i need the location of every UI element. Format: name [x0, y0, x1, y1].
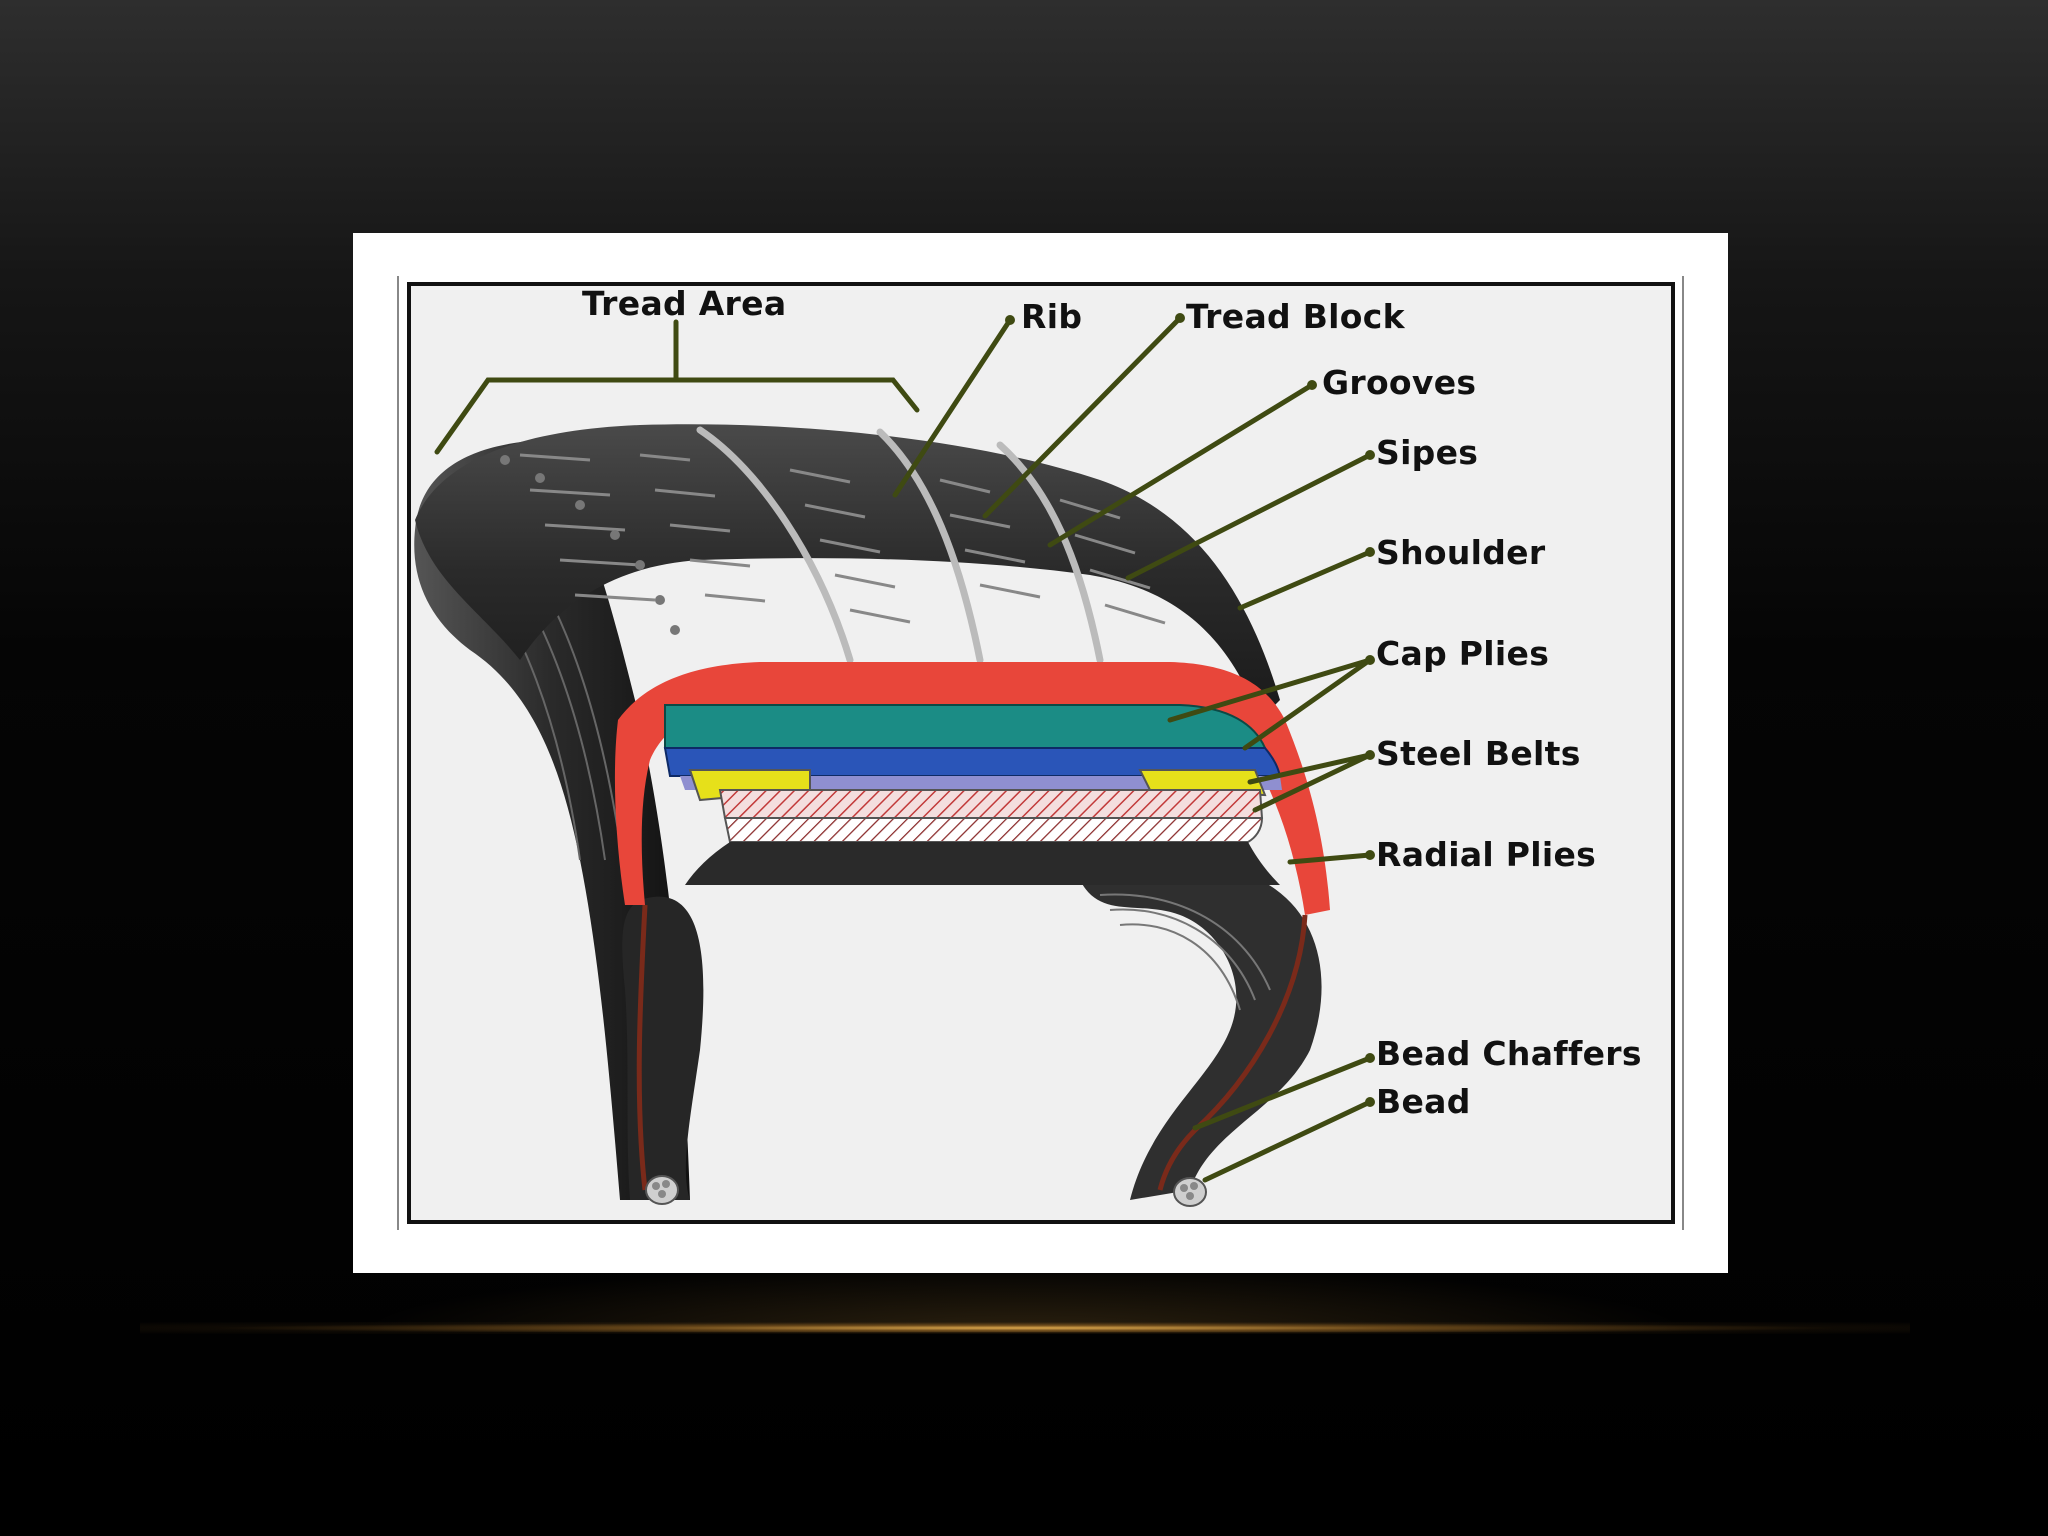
radial-ply-upper [720, 790, 1262, 818]
label-grooves: Grooves [1322, 366, 1476, 399]
label-cap-plies: Cap Plies [1376, 637, 1549, 670]
label-rib: Rib [1021, 300, 1082, 333]
left-bead [646, 1176, 678, 1204]
label-tread-block: Tread Block [1186, 300, 1405, 333]
label-radial-plies: Radial Plies [1376, 838, 1596, 871]
label-bead-chaffers: Bead Chaffers [1376, 1037, 1642, 1070]
label-tread-area: Tread Area [582, 287, 786, 320]
label-steel-belts: Steel Belts [1376, 737, 1581, 770]
radial-ply-lower [725, 818, 1262, 842]
label-shoulder: Shoulder [1376, 536, 1545, 569]
right-bead [1174, 1178, 1206, 1206]
label-bead: Bead [1376, 1085, 1471, 1118]
label-sipes: Sipes [1376, 436, 1478, 469]
inner-carcass [685, 842, 1280, 885]
cap-ply-layer [665, 705, 1265, 748]
